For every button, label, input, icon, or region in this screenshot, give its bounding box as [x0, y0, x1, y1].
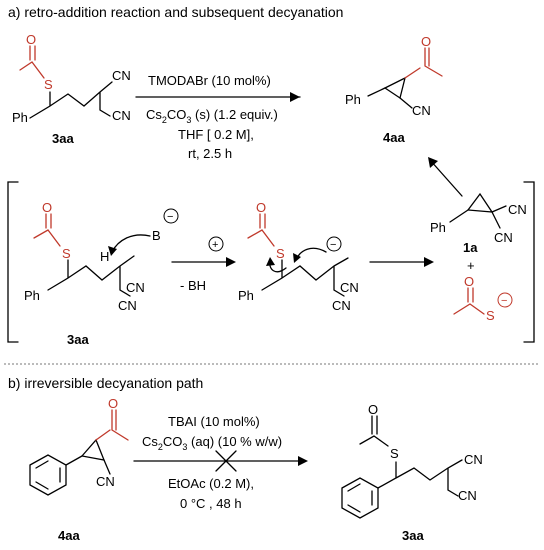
base-b: B − [108, 208, 179, 256]
reagent-tbai: TBAI (10 mol%) [168, 414, 260, 429]
atom-sulfur: S [276, 246, 285, 261]
compound-3aa-mechanism: O S H Ph CN CN 3aa [24, 200, 145, 347]
atom-sulfur: S [390, 446, 399, 461]
atom-ph: Ph [12, 110, 28, 125]
atom-cn-1: CN [340, 280, 359, 295]
reagent-tmodabr: TMODABr (10 mol%) [148, 73, 271, 88]
compound-1a: Ph CN CN 1a [430, 192, 527, 255]
label-3aa-top: 3aa [52, 131, 74, 146]
atom-base: B [152, 228, 161, 243]
atom-cn-2: CN [332, 298, 351, 313]
reaction-arrow-a: TMODABr (10 mol%) Cs2CO3 (s) (1.2 equiv.… [135, 73, 301, 161]
arrow-deprotonation: - BH + [171, 236, 236, 293]
reagent-cs2co3-b: Cs2CO3 (aq) (10 % w/w) [142, 434, 282, 452]
reagent-etoac: EtOAc (0.2 M), [168, 476, 254, 491]
charge-minus: − [501, 295, 507, 307]
reagent-time-a: rt, 2.5 h [188, 146, 232, 161]
atom-oxygen: O [464, 274, 474, 289]
plus-sign: + [467, 258, 475, 273]
bracket-left [7, 181, 19, 343]
label-minus-bh: - BH [180, 278, 206, 293]
atom-cn-2: CN [458, 488, 477, 503]
atom-ph: Ph [24, 288, 40, 303]
atom-cn: CN [96, 474, 115, 489]
charge-plus: + [212, 239, 218, 251]
atom-cn-1: CN [508, 202, 527, 217]
atom-ph: Ph [345, 92, 361, 107]
label-4aa-bottom: 4aa [58, 528, 80, 543]
compound-thioacetate: O S − [453, 274, 513, 323]
atom-oxygen: O [421, 34, 431, 49]
atom-h: H [100, 249, 109, 264]
reagent-thf: THF [ 0.2 M], [178, 127, 254, 142]
atom-cn-2: CN [112, 108, 131, 123]
reaction-arrow-b: TBAI (10 mol%) Cs2CO3 (aq) (10 % w/w) Et… [133, 414, 308, 511]
compound-3aa-top: O S Ph CN CN 3aa [12, 32, 131, 146]
atom-oxygen: O [256, 200, 266, 215]
charge-minus: − [167, 211, 173, 223]
atom-ph: Ph [238, 288, 254, 303]
charge-minus: − [330, 239, 336, 251]
label-4aa-top: 4aa [383, 130, 405, 145]
atom-cn-2: CN [494, 230, 513, 245]
compound-4aa-top: Ph O CN 4aa [345, 34, 443, 145]
label-1a: 1a [463, 240, 478, 255]
reagent-time-b: 0 °C , 48 h [180, 496, 242, 511]
reagent-cs2co3-a: Cs2CO3 (s) (1.2 equiv.) [146, 107, 278, 125]
atom-sulfur: S [44, 77, 53, 92]
section-b-title: b) irreversible decyanation path [8, 375, 203, 391]
atom-cn-1: CN [464, 452, 483, 467]
compound-3aa-bottom: O S CN CN 3aa [341, 402, 483, 543]
compound-4aa-bottom: O CN 4aa [29, 396, 129, 543]
bracket-right [523, 181, 535, 343]
atom-oxygen: O [26, 32, 36, 47]
section-a-title: a) retro-addition reaction and subsequen… [8, 4, 343, 20]
label-3aa-bottom: 3aa [402, 528, 424, 543]
atom-cn-2: CN [118, 298, 137, 313]
arrow-fragmentation [369, 257, 434, 267]
atom-sulfur: S [62, 246, 71, 261]
atom-cn-1: CN [126, 280, 145, 295]
atom-oxygen: O [42, 200, 52, 215]
atom-ph: Ph [430, 220, 446, 235]
arrow-to-4aa [428, 157, 463, 197]
atom-oxygen: O [108, 396, 118, 411]
atom-sulfur: S [486, 308, 495, 323]
atom-cn-1: CN [112, 68, 131, 83]
atom-oxygen: O [368, 402, 378, 417]
label-3aa-mechanism: 3aa [67, 332, 89, 347]
atom-cn: CN [412, 103, 431, 118]
compound-carbanion: O S Ph CN CN − [238, 200, 359, 313]
